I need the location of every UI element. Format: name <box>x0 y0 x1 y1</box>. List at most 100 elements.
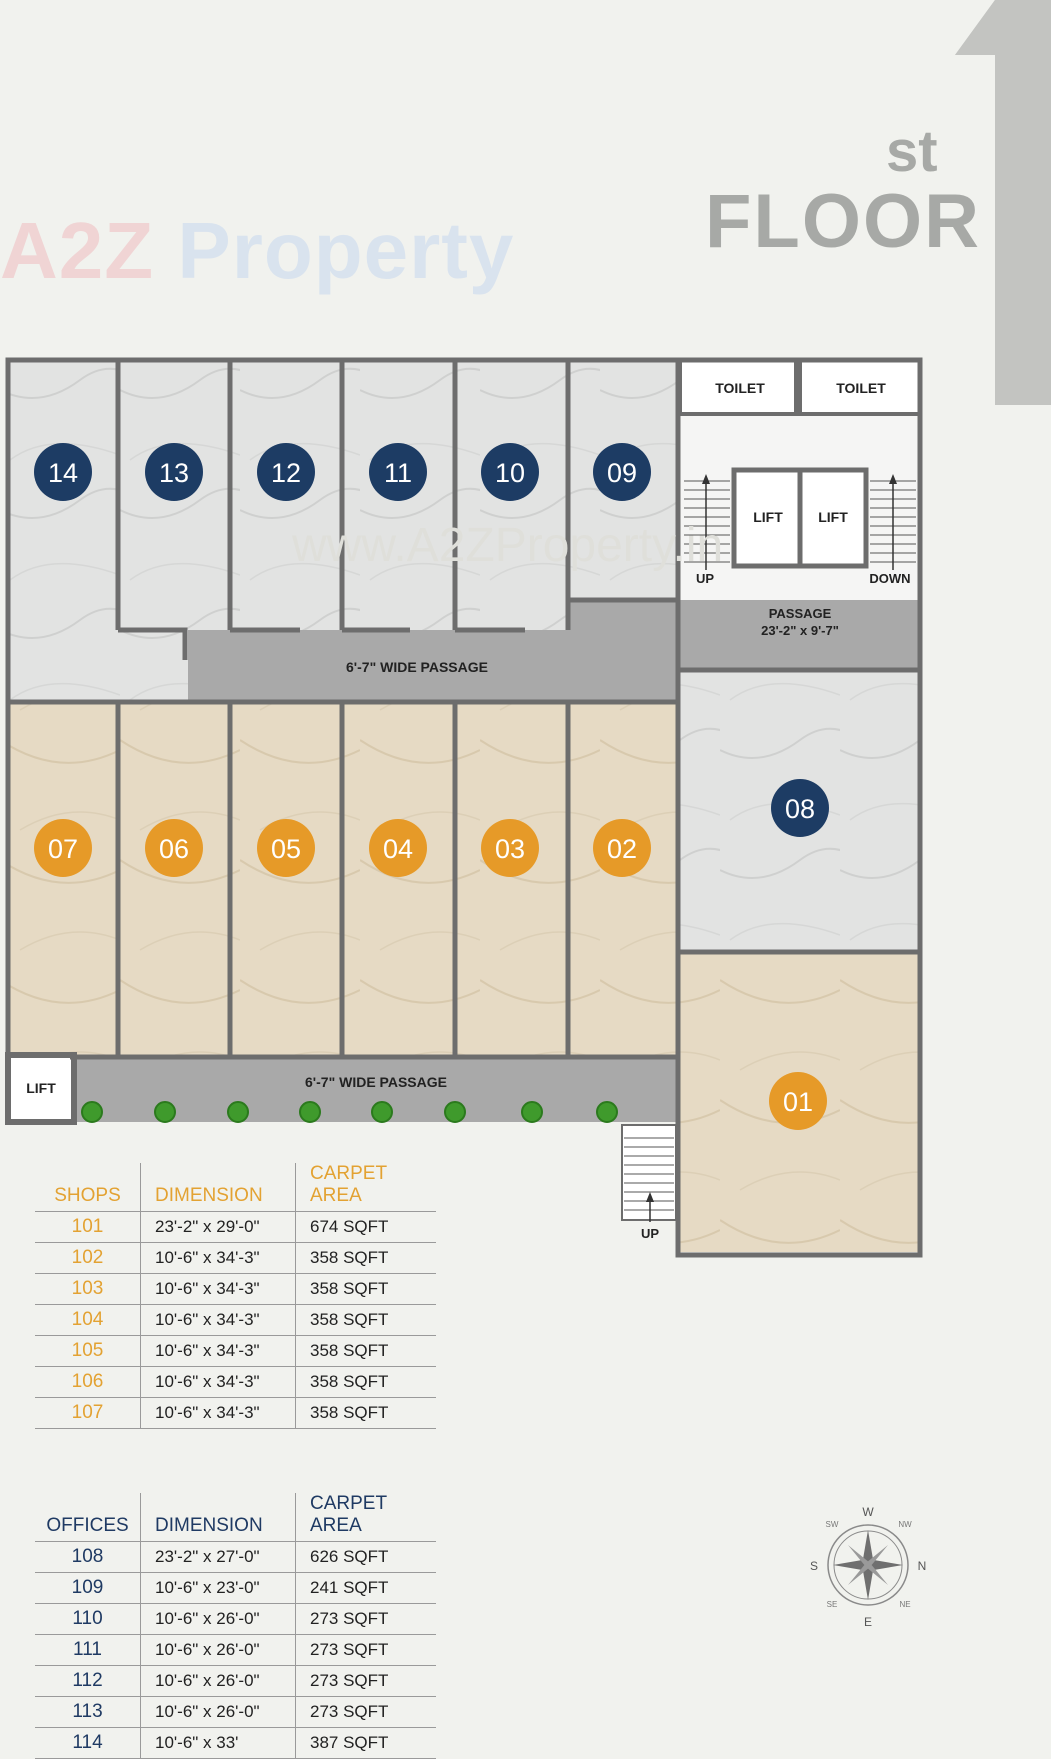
shop-carpet-area: 358 SQFT <box>295 1335 436 1367</box>
office-dimension: 23'-2" x 27'-0" <box>140 1541 296 1573</box>
compass-e: E <box>864 1615 872 1629</box>
upper-wide-passage-label: 6'-7" WIDE PASSAGE <box>346 659 488 675</box>
up-label-1: UP <box>696 571 714 586</box>
office-number: 114 <box>35 1727 141 1759</box>
offices-table-header: OFFICES DIMENSION CARPET AREA <box>35 1493 436 1542</box>
down-label: DOWN <box>869 571 910 586</box>
passage-dims: 23'-2" x 9'-7" <box>761 623 839 638</box>
shop-05-badge <box>257 819 315 877</box>
shop-dimension: 10'-6" x 34'-3" <box>140 1273 296 1305</box>
office-14-number: 14 <box>48 458 78 488</box>
offices-header-offices: OFFICES <box>35 1493 141 1542</box>
passage-label: PASSAGE <box>769 606 832 621</box>
shop-dimension: 10'-6" x 34'-3" <box>140 1335 296 1367</box>
shop-06-number: 06 <box>159 834 189 864</box>
compass-nw: NW <box>898 1520 912 1529</box>
tree-icon <box>299 1101 321 1123</box>
office-carpet-area: 273 SQFT <box>295 1634 436 1666</box>
office-10-badge <box>481 443 539 501</box>
compass-sw: SW <box>826 1520 839 1529</box>
offices-header-dimension: DIMENSION <box>140 1493 296 1542</box>
office-number: 113 <box>35 1696 141 1728</box>
lift-label-2: LIFT <box>818 509 848 525</box>
offices-header-carpet-area: CARPET AREA <box>310 1493 387 1536</box>
floor-number-graphic <box>955 0 1051 405</box>
office-10-number: 10 <box>495 458 525 488</box>
shop-number: 106 <box>35 1366 141 1398</box>
shop-number: 102 <box>35 1242 141 1274</box>
shop-carpet-area: 358 SQFT <box>295 1304 436 1336</box>
compass-n: N <box>918 1559 927 1573</box>
office-dimension: 10'-6" x 26'-0" <box>140 1634 296 1666</box>
office-dimension: 10'-6" x 26'-0" <box>140 1665 296 1697</box>
tree-icon <box>444 1101 466 1123</box>
shops-table-header: SHOPS DIMENSION CARPET AREA <box>35 1163 436 1212</box>
shop-dimension: 10'-6" x 34'-3" <box>140 1397 296 1429</box>
office-13-number: 13 <box>159 458 189 488</box>
shop-number: 107 <box>35 1397 141 1429</box>
shops-header-dimension: DIMENSION <box>140 1163 296 1212</box>
office-number: 111 <box>35 1634 141 1666</box>
watermark-logo: A2Z Property <box>0 206 515 295</box>
office-number: 112 <box>35 1665 141 1697</box>
shop-carpet-area: 358 SQFT <box>295 1242 436 1274</box>
toilet-label-1: TOILET <box>715 380 765 396</box>
office-carpet-area: 626 SQFT <box>295 1541 436 1573</box>
compass-icon: W E S N SW NW SE NE <box>810 1505 927 1629</box>
up-label-2: UP <box>641 1226 659 1241</box>
office-carpet-area: 241 SQFT <box>295 1572 436 1604</box>
shops-header-shops: SHOPS <box>35 1163 141 1212</box>
floor-title: FLOOR <box>705 179 981 264</box>
shop-06-badge <box>145 819 203 877</box>
compass-w: W <box>862 1505 874 1519</box>
tree-icon <box>227 1101 249 1123</box>
tree-icon <box>596 1101 618 1123</box>
lift-label-1: LIFT <box>753 509 783 525</box>
office-08-number: 08 <box>785 794 815 824</box>
office-09-number: 09 <box>607 458 637 488</box>
lift-label-3: LIFT <box>26 1080 56 1096</box>
shop-01-number: 01 <box>783 1087 813 1117</box>
office-carpet-area: 273 SQFT <box>295 1696 436 1728</box>
office-14-badge <box>34 443 92 501</box>
office-carpet-area: 387 SQFT <box>295 1727 436 1759</box>
shop-number: 105 <box>35 1335 141 1367</box>
shop-carpet-area: 358 SQFT <box>295 1273 436 1305</box>
office-12-badge <box>257 443 315 501</box>
toilet-label-2: TOILET <box>836 380 886 396</box>
office-11-number: 11 <box>384 458 412 488</box>
office-number: 108 <box>35 1541 141 1573</box>
shop-dimension: 10'-6" x 34'-3" <box>140 1242 296 1274</box>
shop-03-number: 03 <box>495 834 525 864</box>
office-dimension: 10'-6" x 26'-0" <box>140 1696 296 1728</box>
shop-02-badge <box>593 819 651 877</box>
shop-07-badge <box>34 819 92 877</box>
watermark-url: www.A2ZProperty.in <box>292 519 724 572</box>
tree-icon <box>154 1101 176 1123</box>
office-carpet-area: 273 SQFT <box>295 1665 436 1697</box>
shop-dimension: 10'-6" x 34'-3" <box>140 1366 296 1398</box>
shop-number: 101 <box>35 1211 141 1243</box>
office-09-badge <box>593 443 651 501</box>
shop-04-number: 04 <box>383 834 413 864</box>
tree-icon <box>521 1101 543 1123</box>
shop-number: 104 <box>35 1304 141 1336</box>
office-dimension: 10'-6" x 33' <box>140 1727 296 1759</box>
shops-header-carpet-area: CARPET AREA <box>310 1163 387 1206</box>
office-11-badge <box>369 443 427 501</box>
